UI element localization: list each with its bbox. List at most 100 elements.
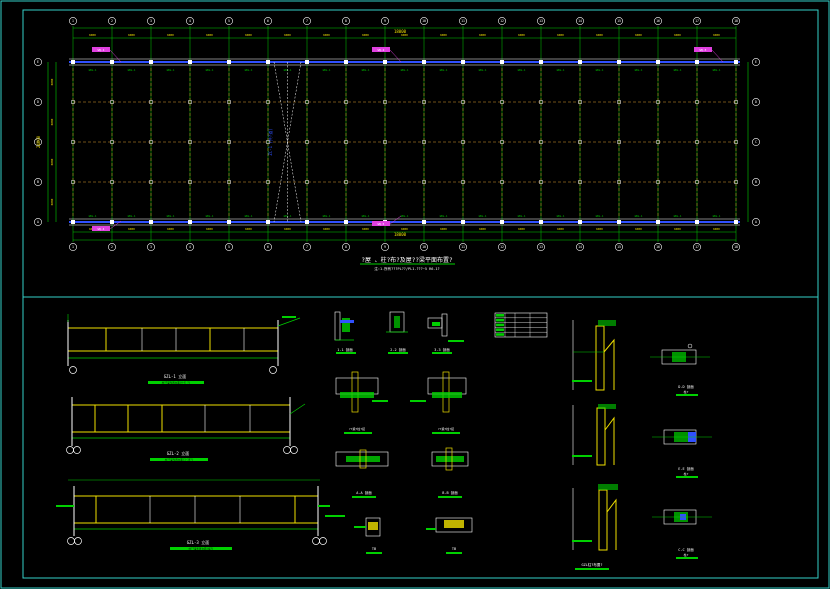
axis-bubble-bottom: [459, 243, 467, 251]
plan-subtitle: 注:1.所有???PL??/PL1-???~5 R6-1?: [374, 266, 439, 271]
plan-column-dash: [578, 180, 582, 184]
plan-column-dash: [149, 140, 153, 144]
plan-column-dash: [539, 140, 543, 144]
plan-bay-dim-top: 6000: [674, 33, 681, 37]
plan-column-dash: [344, 180, 348, 184]
section-tb-2: TB: [426, 517, 473, 554]
plan-column-dash: [617, 180, 621, 184]
elevation-gzl-1: GZL-1 立面 柱??梁布置立面(A-E ?): [67, 314, 301, 385]
plan-column-dash: [539, 100, 543, 104]
axis-bubble-bottom-label: 7: [306, 245, 308, 249]
axis-bubble-left: [34, 138, 42, 146]
svg-text:1-1 剖面: 1-1 剖面: [337, 347, 353, 352]
axis-bubble-right-label: A: [755, 220, 757, 224]
plan-beam-label: GBL-1: [401, 214, 409, 218]
plan-bay-dim-top: 6000: [89, 33, 96, 37]
plan-bay-dim-bottom: 6000: [596, 227, 603, 231]
plan-bay-dim-top: 6000: [596, 33, 603, 37]
plan-column-dash: [461, 100, 465, 104]
plan-bay-dim-bottom: 6000: [323, 227, 330, 231]
plan-magenta-tag-label: WQ-5: [378, 222, 385, 226]
plan-magenta-tag: [92, 226, 110, 231]
axis-bubble-top: [303, 17, 311, 25]
axis-bubble-top-label: 4: [189, 19, 191, 23]
axis-bubble-bottom: [654, 243, 662, 251]
axis-bubble-bottom-label: 17: [695, 245, 699, 249]
plan-beam-label: GBL-1: [167, 68, 175, 72]
axis-bubble-bottom-label: 4: [189, 245, 191, 249]
plan-column: [695, 60, 699, 64]
plan-column: [227, 220, 231, 224]
axis-bubble-bottom-label: 11: [461, 245, 465, 249]
plan-bay-dim-top: 6000: [635, 33, 642, 37]
plan-bay-dim-top: 6000: [401, 33, 408, 37]
plan-column-dash: [227, 100, 231, 104]
column-section-c-c: C-C 剖面 柱?: [652, 509, 712, 559]
plan-column-dash: [71, 100, 75, 104]
axis-bubble-right-label: C: [755, 140, 757, 144]
plan-beam-label: GBL-1: [323, 68, 331, 72]
axis-bubble-top: [576, 17, 584, 25]
svg-text:柱?: 柱?: [684, 471, 689, 476]
plan-beam-label: GBL-1: [674, 68, 682, 72]
axis-bubble-bottom: [381, 243, 389, 251]
axis-bubble-right-label: D: [755, 100, 757, 104]
axis-bubble-bottom: [225, 243, 233, 251]
plan-row-dim: 6000: [50, 158, 54, 165]
axis-bubble-top-label: 1: [72, 19, 74, 23]
plan-column-dash: [422, 180, 426, 184]
axis-bubble-right: [752, 178, 760, 186]
axis-bubble-left-label: D: [37, 100, 39, 104]
plan-column: [383, 60, 387, 64]
plan-column-dash: [71, 140, 75, 144]
section-details: 1-1 剖面 2-2 剖面 3-3 剖面: [334, 311, 548, 554]
column-elev-3: [572, 484, 618, 551]
plan-bay-dim-bottom: 6000: [206, 227, 213, 231]
axis-bubble-bottom-label: 2: [111, 245, 113, 249]
plan-magenta-tag-leader: [109, 49, 122, 63]
elev3-title: GZL-3 立面: [187, 539, 209, 545]
plan-column-dash: [656, 100, 660, 104]
axis-bubble-top-label: 5: [228, 19, 230, 23]
plan-beam-label: GBL-1: [206, 214, 214, 218]
plan-column-dash: [227, 140, 231, 144]
plan-column: [422, 220, 426, 224]
plan-column-dash: [695, 100, 699, 104]
plan-column-dash: [500, 180, 504, 184]
material-table-cell: [496, 314, 504, 317]
axis-bubble-bottom-label: 6: [267, 245, 269, 249]
plan-beam-label: GBL-1: [167, 214, 175, 218]
axis-bubble-top: [69, 17, 77, 25]
plan-column-dash: [500, 100, 504, 104]
svg-text:TB: TB: [372, 547, 376, 551]
axis-bubble-bottom: [264, 243, 272, 251]
plan-columns: [71, 60, 738, 224]
material-table: [494, 312, 548, 338]
plan-beam-label: GBL-1: [596, 214, 604, 218]
plan-column-dash: [578, 140, 582, 144]
plan-beam-label: GBL-1: [557, 68, 565, 72]
plan-bay-dim-top: 6000: [518, 33, 525, 37]
connection-detail-1: ??梁?柱?接: [335, 371, 388, 434]
axis-bubble-bottom-label: 10: [422, 245, 426, 249]
elev1-title: GZL-1 立面: [164, 373, 186, 379]
plan-column: [539, 220, 543, 224]
axis-bubble-top: [693, 17, 701, 25]
plan-column-dash: [305, 100, 309, 104]
plan-column-dash: [188, 100, 192, 104]
axis-bubble-bottom-label: 8: [345, 245, 347, 249]
plan-beam-label: GBL-1: [713, 214, 721, 218]
plan-column-dash: [266, 140, 270, 144]
plan-column: [617, 60, 621, 64]
plan-axis-dashes: [72, 68, 737, 216]
section-1-1: 1-1 剖面: [334, 311, 356, 354]
axis-bubble-left-label: B: [37, 180, 39, 184]
material-table-cell: [496, 323, 504, 327]
plan-magenta-tag-leader: [109, 220, 122, 230]
material-table-cell: [496, 328, 504, 331]
axis-bubble-bottom: [69, 243, 77, 251]
plan-row-dim: 6000: [50, 118, 54, 125]
plan-bay-dim-bottom: 6000: [479, 227, 486, 231]
axis-bubble-left: [34, 218, 42, 226]
